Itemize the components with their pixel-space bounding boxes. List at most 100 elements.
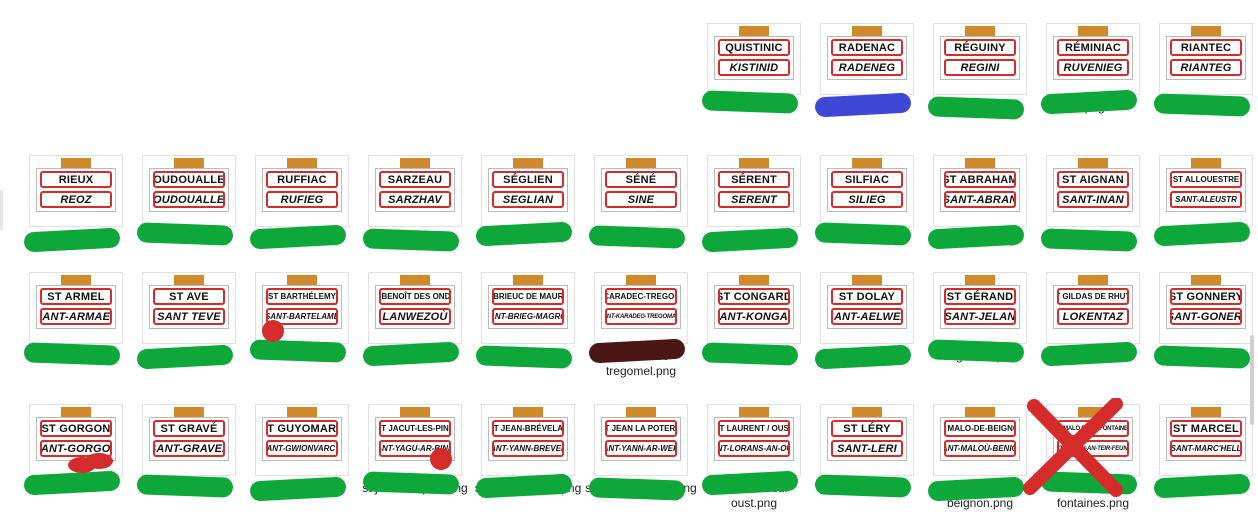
sign-name-fr: RÉGUINY	[944, 39, 1016, 56]
sign-post-tab	[1191, 407, 1221, 418]
sign-name-fr: ST LÉRY	[831, 420, 903, 437]
sign-post-tab	[965, 26, 995, 37]
vertical-scrollbar-thumb[interactable]	[1250, 335, 1254, 425]
file-tile[interactable]: ST ARMELSANT-ARMAEL	[30, 273, 122, 385]
file-thumbnail: ST ARMELSANT-ARMAEL	[30, 273, 122, 343]
sign-post-tab	[626, 158, 656, 169]
redaction-scribble	[588, 477, 686, 501]
sign-name-br: KISTINID	[718, 59, 790, 76]
file-thumbnail: ST MALO-DE-BEIGNONSANT-MALOÙ-BENION	[934, 405, 1026, 475]
file-tile[interactable]: ST GRAVÉSANT-GRAVEZ.png	[143, 405, 235, 517]
file-tile[interactable]: ST BENOÎT DES ONDESLANWEZOÙondes.png	[369, 273, 461, 385]
town-sign: QUISTINIC KISTINID	[714, 36, 794, 80]
sign-post-tab	[739, 158, 769, 169]
sign-post-tab	[739, 26, 769, 37]
sign-name-fr: RÉMINIAC	[1057, 39, 1129, 56]
file-thumbnail: ST CONGARD SANT-KONGAR	[708, 273, 800, 343]
sign-name-fr: ST AIGNAN	[1057, 171, 1129, 188]
sign-name-fr: ST AVE	[153, 288, 225, 305]
sign-name-br: SANT-ABRAN	[944, 191, 1016, 208]
sign-post-tab	[513, 407, 543, 418]
sign-post-tab	[852, 275, 882, 286]
redaction-scribble	[136, 474, 234, 498]
sign-name-fr: ST CONGARD	[718, 288, 790, 305]
town-sign: ST ARMELSANT-ARMAEL	[36, 285, 116, 329]
sign-name-br: SANT-YANN-BREVELE	[492, 440, 564, 457]
red-dot-mark	[430, 448, 452, 470]
file-tile[interactable]: ROUDOUALLECROUDOUALLEG	[143, 156, 235, 268]
file-thumbnail: ST CARADEC-TREGOMELSANT-KARADEG-TREGOMAE…	[595, 273, 687, 343]
sign-name-fr: QUISTINIC	[718, 39, 790, 56]
town-sign: ST CARADEC-TREGOMELSANT-KARADEG-TREGOMAE…	[601, 285, 681, 329]
town-sign: ST GORGONSANT-GORGON	[36, 417, 116, 461]
sign-name-fr: ST BENOÎT DES ONDES	[379, 288, 451, 305]
file-tile[interactable]: ST LAURENT / OUSTSANT-LORANS-AN-OUSTst l…	[708, 405, 800, 517]
file-tile[interactable]: ST GORGONSANT-GORGON	[30, 405, 122, 517]
red-x-mark	[1023, 398, 1123, 497]
file-tile[interactable]: ST CONGARDSANT-KONGARst congard.png	[708, 273, 800, 385]
sign-name-br: SANT-KONGAR	[718, 308, 790, 325]
file-thumbnail: ST BENOÎT DES ONDES LANWEZOÙ	[369, 273, 461, 343]
redaction-scribble	[701, 90, 799, 114]
town-sign: ST GRAVÉSANT-GRAVEZ	[149, 417, 229, 461]
sign-name-fr: ST MALO-DE-BEIGNON	[944, 420, 1016, 437]
file-tile[interactable]: ST GILDAS DE RHUYSLOKENTAZ	[1047, 273, 1139, 385]
sign-post-tab	[965, 158, 995, 169]
sign-name-br: SANT-GORGON	[40, 440, 112, 457]
sign-name-br: SANT-ALEUSTR	[1170, 191, 1242, 208]
sign-name-br: ROUDOUALLEG	[153, 191, 225, 208]
sign-name-br: SANT-YANN-AR-WERN	[605, 440, 677, 457]
town-sign: ST BRIEUC DE MAURONSANT-BRIEG-MAGRON	[488, 285, 568, 329]
sign-name-br: REOZ	[40, 191, 112, 208]
sign-post-tab	[1191, 158, 1221, 169]
sign-post-tab	[61, 275, 91, 286]
file-tile[interactable]: ST JEAN-BRÉVELAYSANT-YANN-BREVELEst jean…	[475, 405, 581, 517]
file-tile[interactable]: ST MALO-DE-BEIGNONSANT-MALOÙ-BENIONst ma…	[934, 405, 1026, 517]
sign-post-tab	[852, 26, 882, 37]
sign-post-tab	[626, 275, 656, 286]
sign-post-tab	[174, 275, 204, 286]
sign-post-tab	[1191, 275, 1221, 286]
sign-name-fr: RADENAC	[831, 39, 903, 56]
left-edge-marker	[0, 190, 3, 230]
file-tile[interactable]: QUISTINIC KISTINID	[708, 24, 800, 136]
sign-name-br: SERENT	[718, 191, 790, 208]
sign-name-br: LANWEZOÙ	[379, 308, 451, 325]
file-tile[interactable]: ST CARADEC-TREGOMELSANT-KARADEG-TREGOMAE…	[595, 273, 687, 385]
sign-name-fr: SÉNÉ	[605, 171, 677, 188]
redaction-scribble	[701, 342, 799, 366]
sign-post-tab	[852, 158, 882, 169]
red-dot-mark	[262, 320, 284, 342]
